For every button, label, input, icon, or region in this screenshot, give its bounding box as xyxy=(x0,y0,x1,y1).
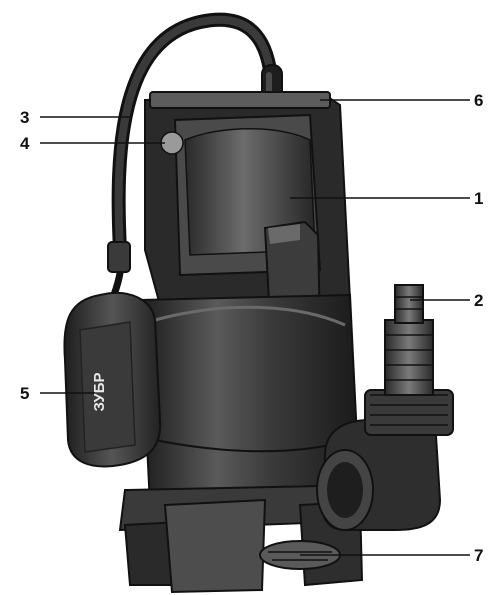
hose-adapter xyxy=(384,284,434,396)
callout-2: 2 xyxy=(474,291,483,310)
outlet-elbow xyxy=(316,389,454,531)
callout-3: 3 xyxy=(20,108,29,127)
handle-frame xyxy=(144,91,352,307)
callout-6: 6 xyxy=(474,91,483,110)
callout-5: 5 xyxy=(20,384,29,403)
callout-labels: 1 2 3 4 5 6 7 xyxy=(20,91,483,565)
callout-1: 1 xyxy=(474,189,483,208)
float-switch-logo: ЗУБР xyxy=(91,373,108,412)
callout-7: 7 xyxy=(474,546,483,565)
float-switch: ЗУБР xyxy=(63,241,162,468)
callout-4: 4 xyxy=(20,134,30,153)
callout-leaders xyxy=(40,99,470,556)
